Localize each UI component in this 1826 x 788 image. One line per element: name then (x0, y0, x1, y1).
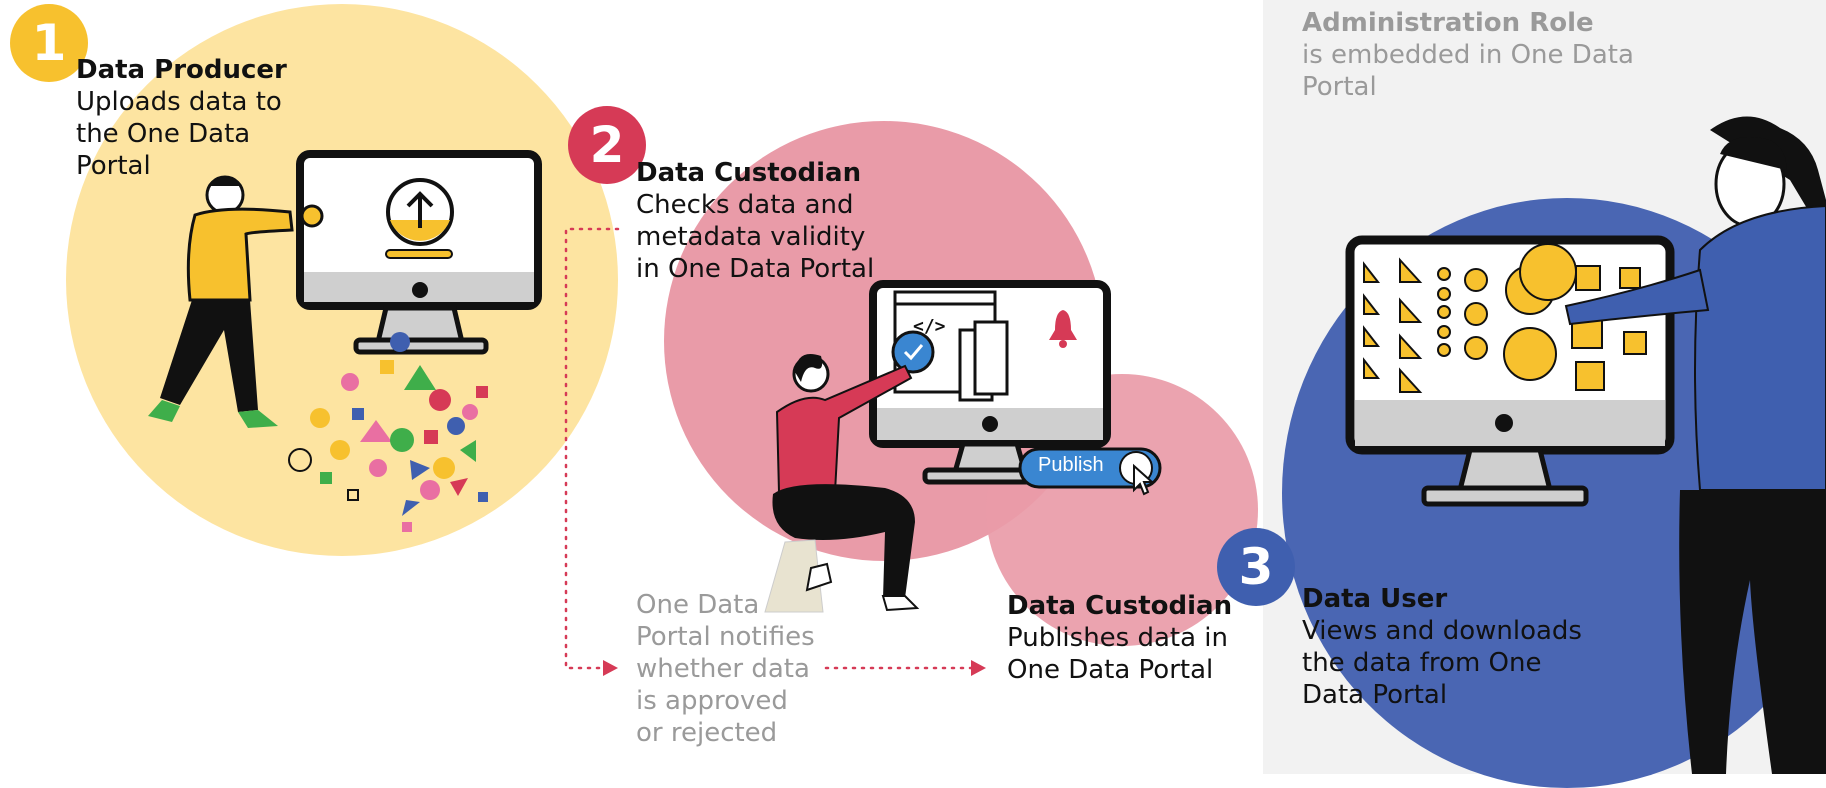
step3-text: Data User Views and downloads the data f… (1302, 583, 1582, 711)
step1-role: Data Producer (76, 55, 287, 85)
step1-number-badge: 1 (10, 4, 88, 82)
publish-step-role: Data Custodian (1007, 591, 1233, 621)
publish-button-graphic (1018, 447, 1162, 496)
svg-text:</>: </> (913, 316, 946, 337)
step2-text: Data Custodian Checks data and metadata … (636, 157, 874, 285)
step2-role: Data Custodian (636, 158, 862, 188)
step3-description: Views and downloads the data from One Da… (1302, 616, 1582, 710)
custodian-check-illustration: </> (764, 280, 1111, 613)
notification-description: One Data Portal notifies whether data is… (636, 590, 815, 748)
publish-step-description: Publishes data in One Data Portal (1007, 623, 1229, 685)
step2-description: Checks data and metadata validity in One… (636, 190, 875, 284)
publish-button[interactable]: Publish (1038, 454, 1104, 476)
step2-number-badge: 2 (568, 106, 646, 184)
admin-title: Administration Role (1302, 8, 1594, 38)
admin-text: Administration Role is embedded in One D… (1302, 7, 1634, 103)
step1-text: Data Producer Uploads data to the One Da… (76, 54, 287, 182)
custodian-to-notification-arrow (564, 227, 620, 670)
step3-role: Data User (1302, 584, 1448, 614)
step3-number-badge: 3 (1217, 528, 1295, 606)
publish-step-text: Data Custodian Publishes data in One Dat… (1007, 590, 1232, 686)
step1-description: Uploads data to the One Data Portal (76, 87, 282, 181)
admin-description: is embedded in One Data Portal (1302, 40, 1634, 102)
notification-text: One Data Portal notifies whether data is… (636, 589, 815, 749)
producer-upload-illustration (148, 150, 542, 532)
data-user-illustration (1345, 116, 1826, 774)
